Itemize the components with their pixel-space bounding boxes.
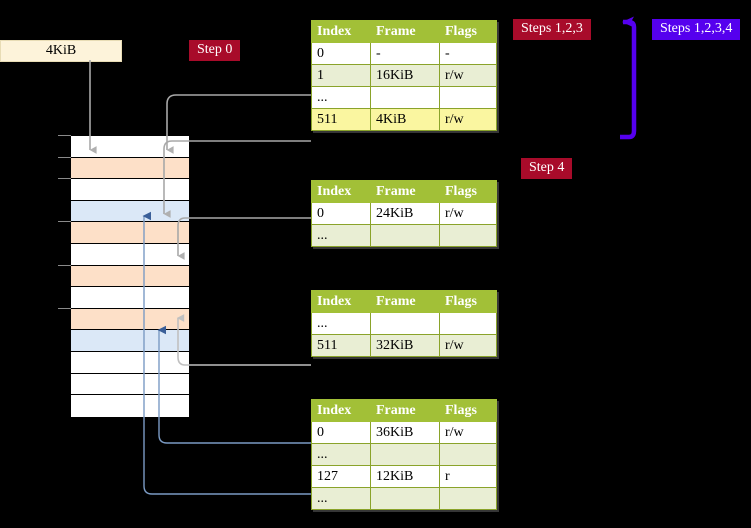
column-header-flags: Flags (439, 399, 497, 422)
cell-frame (370, 443, 440, 466)
cell-frame (370, 487, 440, 510)
cell-index: 0 (311, 202, 371, 225)
cell-index: 0 (311, 42, 371, 65)
step-0-badge: Step 0 (189, 40, 241, 61)
cell-frame: 36KiB (370, 421, 440, 444)
cell-frame: - (370, 42, 440, 65)
cell-flags: r/w (439, 64, 497, 87)
column-header-index: Index (311, 20, 371, 43)
cell-flags (439, 443, 497, 466)
memory-frame-cell (71, 330, 189, 352)
memory-tick-mark (58, 156, 71, 158)
cell-index: ... (311, 224, 371, 247)
cell-flags (439, 312, 497, 335)
memory-tick-mark (58, 178, 71, 180)
cell-frame: 4KiB (370, 108, 440, 131)
column-header-index: Index (311, 290, 371, 313)
cell-flags: - (439, 42, 497, 65)
memory-frame-cell (71, 157, 189, 180)
memory-frame-cell (71, 136, 189, 158)
memory-tick-mark (58, 307, 71, 309)
cell-frame: 16KiB (370, 64, 440, 87)
table-row: ... (311, 487, 497, 510)
cell-frame (370, 312, 440, 335)
cell-flags (439, 487, 497, 510)
pd-511-to-memory-arrow (176, 314, 311, 366)
column-header-frame: Frame (370, 20, 440, 43)
memory-frame-cell (71, 287, 189, 309)
cell-index: 0 (311, 421, 371, 444)
table-row: ... (311, 224, 497, 247)
memory-frame-cell (71, 222, 189, 244)
cell-flags (439, 224, 497, 247)
table-row: 0-- (311, 42, 497, 65)
memory-frame-cell (71, 395, 189, 417)
cell-index: 127 (311, 465, 371, 488)
step-4-badge: Step 4 (521, 158, 573, 179)
column-header-index: Index (311, 399, 371, 422)
memory-frame-cell (71, 179, 189, 201)
memory-frame-cell (71, 352, 189, 374)
cell-flags: r/w (439, 202, 497, 225)
physical-memory-strip (70, 135, 190, 417)
cell-flags (439, 86, 497, 109)
cell-index: 1 (311, 64, 371, 87)
column-header-flags: Flags (439, 290, 497, 313)
memory-frame-cell (71, 373, 189, 396)
cell-frame (370, 224, 440, 247)
memory-size-label: 4KiB (0, 40, 122, 62)
cell-flags: r (439, 465, 497, 488)
recursive-mapping-arrow (620, 16, 637, 140)
column-header-frame: Frame (370, 290, 440, 313)
table-row: ... (311, 86, 497, 109)
column-header-frame: Frame (370, 399, 440, 422)
cell-index: ... (311, 86, 371, 109)
memory-tick-mark (58, 221, 71, 223)
cell-index: ... (311, 312, 371, 335)
cell-frame: 32KiB (370, 334, 440, 357)
column-header-index: Index (311, 180, 371, 203)
memory-frame-cell (71, 200, 189, 223)
memory-tick-mark (58, 135, 71, 136)
cell-index: 511 (311, 334, 371, 357)
pdpt-0-to-memory-arrow (177, 217, 311, 260)
column-header-flags: Flags (439, 180, 497, 203)
cell-index: 511 (311, 108, 371, 131)
memory-frame-cell (71, 265, 189, 288)
column-header-flags: Flags (439, 20, 497, 43)
table-row: ... (311, 312, 497, 335)
cell-flags: r/w (439, 421, 497, 444)
column-header-frame: Frame (370, 180, 440, 203)
table-row: ... (311, 443, 497, 466)
memory-frame-cell (71, 308, 189, 331)
cell-index: ... (311, 443, 371, 466)
memory-tick-mark (58, 264, 71, 266)
cell-flags: r/w (439, 334, 497, 357)
steps-1234-badge: Steps 1,2,3,4 (652, 19, 741, 40)
cell-frame: 24KiB (370, 202, 440, 225)
cell-frame: 12KiB (370, 465, 440, 488)
memory-frame-cell (71, 244, 189, 266)
cell-flags: r/w (439, 108, 497, 131)
cell-index: ... (311, 487, 371, 510)
steps-123-badge: Steps 1,2,3 (513, 19, 591, 40)
cell-frame (370, 86, 440, 109)
